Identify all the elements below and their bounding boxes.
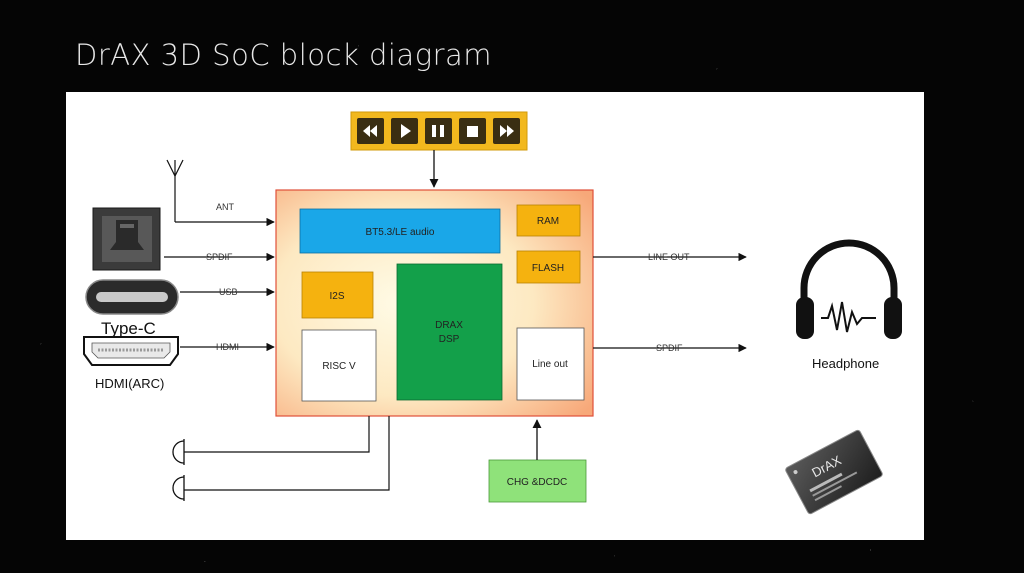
spdif-in-label: SPDIF (206, 252, 233, 262)
riscv-block: RISC V (301, 329, 377, 402)
bt-audio-block: BT5.3/LE audio (299, 208, 501, 254)
media-control-bar (350, 111, 528, 151)
fast-forward-icon[interactable] (493, 118, 520, 144)
diagram-panel: BT5.3/LE audio RAM FLASH I2S DRAX DSP RI… (66, 92, 924, 540)
dsp-block: DRAX DSP (396, 263, 503, 401)
lineout-block: Line out (516, 327, 585, 401)
flash-label: FLASH (532, 263, 564, 274)
dsp-label-line2: DSP (439, 334, 460, 345)
spdif-out-label: SPDIF (656, 343, 683, 353)
play-icon[interactable] (391, 118, 418, 144)
pause-icon[interactable] (425, 118, 452, 144)
hdmi-input-label: HDMI (216, 342, 239, 352)
optical-connector-icon (92, 207, 161, 271)
line-out-label: LINE OUT (648, 252, 690, 262)
chg-dcdc-block: CHG &DCDC (488, 459, 587, 503)
rewind-icon[interactable] (357, 118, 384, 144)
headphone-icon (796, 239, 902, 339)
hdmi-arc-label: HDMI(ARC) (95, 376, 164, 391)
usb-label: USB (219, 287, 238, 297)
stop-icon[interactable] (459, 118, 486, 144)
i2s-label: I2S (329, 291, 344, 302)
lineout-label: Line out (532, 359, 568, 370)
jack2-line (184, 416, 390, 491)
block-diagram: BT5.3/LE audio RAM FLASH I2S DRAX DSP RI… (83, 111, 902, 515)
ram-label: RAM (537, 216, 559, 227)
antenna-icon (166, 159, 275, 227)
slide-title: DrAX 3D SoC block diagram (75, 38, 493, 72)
riscv-label: RISC V (322, 361, 356, 372)
usb-c-icon (85, 279, 179, 315)
jack1-line (184, 416, 370, 453)
audio-jack-icon (172, 439, 185, 501)
dsp-label-line1: DRAX (435, 320, 463, 331)
i2s-block: I2S (301, 271, 374, 319)
chg-dcdc-label: CHG &DCDC (507, 477, 568, 488)
headphone-label: Headphone (812, 356, 879, 371)
ant-label: ANT (216, 202, 235, 212)
hdmi-connector-icon (83, 336, 179, 366)
drax-chip-icon: DrAX (785, 429, 883, 515)
bt-audio-label: BT5.3/LE audio (366, 227, 435, 238)
flash-block: FLASH (516, 250, 581, 284)
typec-label: Type-C (101, 319, 156, 338)
ram-block: RAM (516, 204, 581, 237)
